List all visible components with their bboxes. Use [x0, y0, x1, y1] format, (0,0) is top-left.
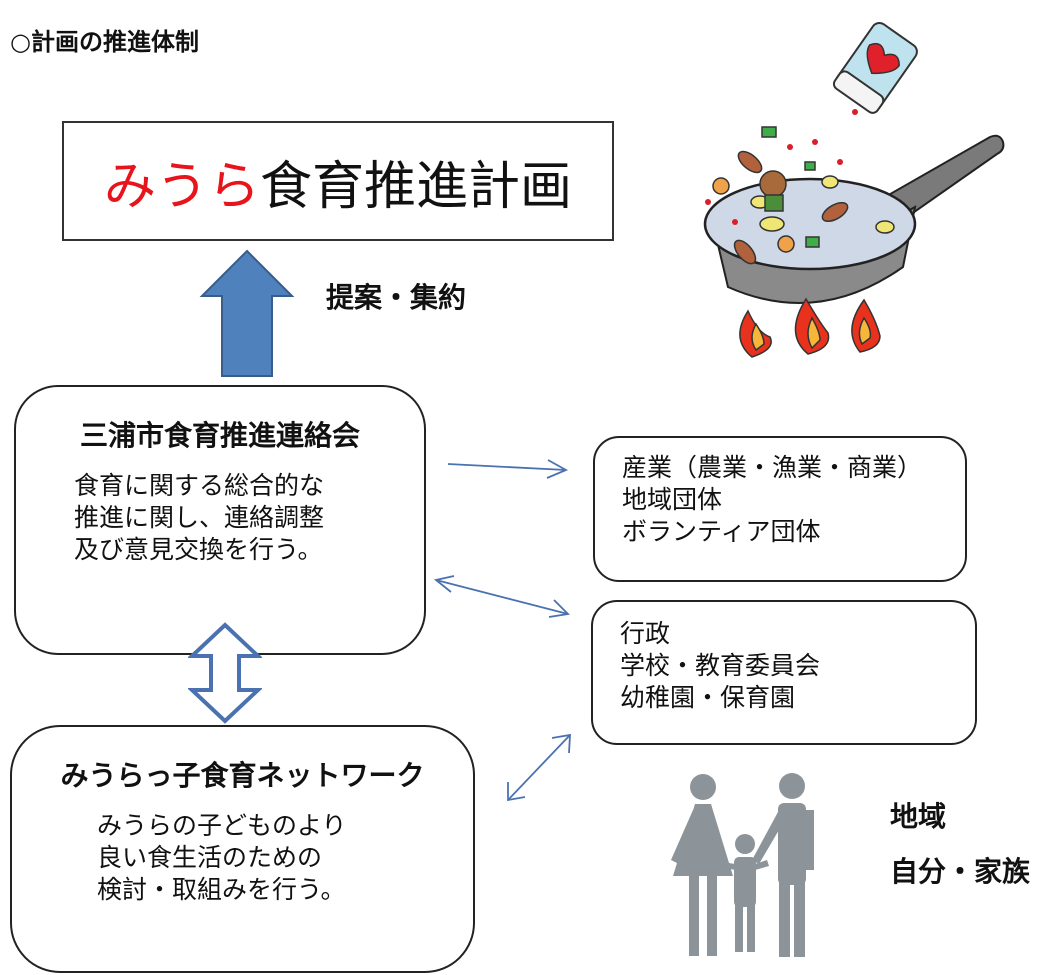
network-title: みうらっ子食育ネットワーク [60, 759, 425, 792]
plan-title-accent: みうら [103, 156, 260, 217]
government-text: 行政 学校・教育委員会 幼稚園・保育園 [620, 618, 820, 714]
government-line: 行政 [620, 619, 671, 648]
double-arrow-icon [188, 622, 262, 724]
council-box [14, 385, 426, 655]
council-description-line: 推進に関し、連絡調整 [74, 503, 325, 532]
network-government-double-arrow [507, 733, 571, 802]
council-government-double-arrow [433, 575, 570, 618]
council-description: 食育に関する総合的な 推進に関し、連絡調整 及び意見交換を行う。 [74, 470, 324, 566]
network-box [10, 725, 475, 973]
government-box [591, 600, 977, 745]
network-description-line: 検討・取組みを行う。 [97, 875, 346, 904]
plan-title-rest: 食育推進計画 [260, 156, 573, 217]
network-description-line: みうらの子どものより [97, 811, 347, 840]
plan-title-box: みうら食育推進計画 [62, 121, 614, 241]
council-description-line: 食育に関する総合的な [74, 471, 325, 500]
industry-line: ボランティア団体 [622, 517, 821, 546]
network-description: みうらの子どものより 良い食生活のための 検討・取組みを行う。 [97, 810, 347, 906]
industry-line: 産業（農業・漁業・商業） [622, 453, 923, 482]
page-heading: ○計画の推進体制 [10, 28, 199, 56]
council-to-industry-arrow [447, 459, 569, 479]
industry-box [593, 436, 967, 582]
council-description-line: 及び意見交換を行う。 [74, 535, 323, 564]
government-line: 学校・教育委員会 [620, 651, 821, 680]
industry-text: 産業（農業・漁業・商業） 地域団体 ボランティア団体 [622, 452, 922, 548]
industry-line: 地域団体 [622, 485, 723, 514]
family-icon [671, 773, 814, 957]
self-family-label: 自分・家族 [890, 855, 1031, 888]
proposal-label: 提案・集約 [326, 281, 467, 314]
frying-pan-illustration [703, 22, 1005, 358]
council-title: 三浦市食育推進連絡会 [79, 419, 360, 452]
government-line: 幼稚園・保育園 [620, 683, 796, 712]
up-arrow-icon [199, 249, 295, 377]
community-label: 地域 [890, 800, 947, 833]
network-description-line: 良い食生活のための [97, 843, 323, 872]
